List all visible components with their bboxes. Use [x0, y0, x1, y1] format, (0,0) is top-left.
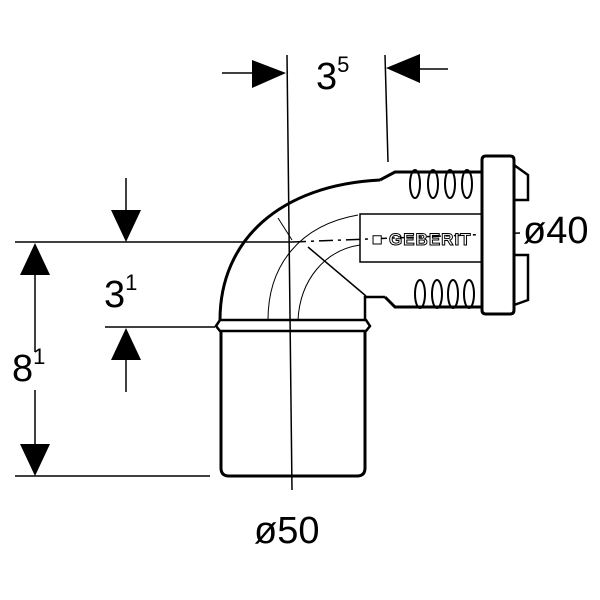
arrow-up-icon [111, 328, 141, 360]
elbow-seam2 [277, 217, 293, 241]
top-width-label: 35 [316, 54, 349, 98]
geberit-logo: ■ GEBERIT [372, 230, 472, 249]
inlet-socket [219, 330, 367, 478]
dimension-arrows [20, 54, 420, 476]
top-dim-left-extension [286, 54, 293, 491]
superscript: 1 [33, 344, 46, 369]
arrow-down-icon [20, 444, 50, 476]
flange-clip-bottom [513, 253, 530, 307]
ribs-bottom [414, 279, 475, 309]
elbow-inner [363, 295, 385, 320]
inlet-diameter-label: ø50 [254, 510, 320, 552]
total-height-label: 81 [12, 346, 45, 390]
elbow-outer [218, 178, 381, 321]
arrow-left-icon [386, 54, 420, 83]
elbow-inner-arc2 [297, 244, 361, 321]
elbow-seam [307, 246, 367, 297]
superscript: 5 [337, 52, 350, 77]
flange-clip-top [513, 163, 530, 202]
elbow-inner-arc1 [267, 214, 359, 321]
superscript: 1 [125, 270, 138, 295]
arrow-up-icon [20, 243, 50, 275]
ribs-top [409, 169, 473, 199]
outlet-diameter-label: ø40 [523, 210, 589, 252]
arrow-down-icon [111, 210, 141, 242]
inner-height-label: 31 [104, 272, 137, 316]
top-dim-right-extension [384, 54, 389, 163]
value: 8 [12, 348, 34, 390]
value: 3 [104, 274, 126, 316]
socket-collar [214, 318, 372, 333]
arrow-right-icon [252, 60, 286, 88]
value: 3 [316, 56, 338, 98]
outlet-flange [480, 154, 516, 316]
